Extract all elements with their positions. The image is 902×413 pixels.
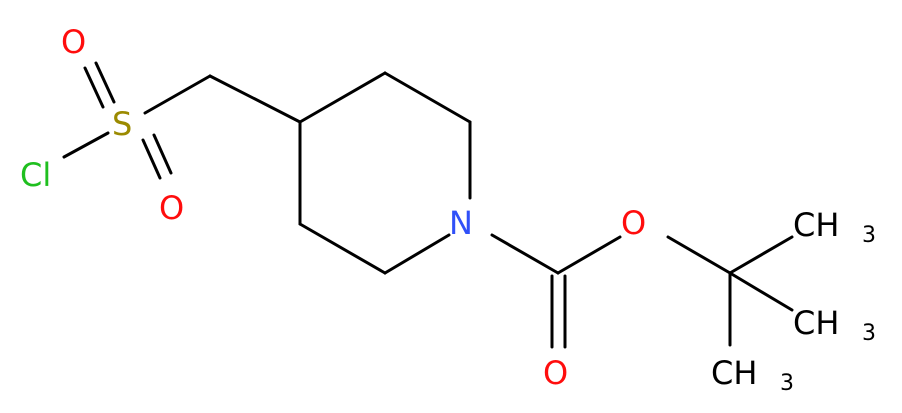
atom-cl: Cl [20, 156, 51, 194]
ch3-top-subscript: 3 [862, 223, 876, 248]
atom-o-sulfonyl-top: O [61, 23, 86, 61]
bond-s-o-top-a [83, 66, 105, 109]
ch3-middle-subscript: 3 [862, 321, 876, 346]
bond-carbonyl-c-o-ester [556, 235, 622, 275]
atom-ch3-bottom: CH 3 [711, 354, 794, 396]
atom-o-carbonyl: O [543, 354, 568, 392]
atom-o-sulfonyl-bottom: O [159, 189, 184, 227]
bond-s-o-top-b [94, 61, 116, 104]
atom-ch3-top: CH 3 [793, 206, 876, 248]
bond-cq-ch3-middle [728, 271, 794, 312]
ch3-top-label: CH [793, 206, 839, 244]
bond-n-carbonyl-c [490, 233, 560, 275]
bonds [62, 61, 794, 349]
atom-n-ring: N [449, 204, 473, 242]
atom-labels: Cl S O O N O O CH 3 CH 3 CH 3 [20, 23, 876, 396]
atom-s: S [112, 105, 132, 143]
bond-c4-c3 [298, 71, 387, 124]
bond-s-o-bottom-b [152, 133, 173, 175]
ch3-middle-label: CH [793, 304, 839, 342]
atom-ch3-middle: CH 3 [793, 304, 876, 346]
ch3-bottom-subscript: 3 [780, 371, 794, 396]
bond-o-ester-cq [666, 235, 732, 275]
bond-cq-ch3-top [728, 235, 794, 275]
bond-s-o-bottom-a [141, 138, 162, 180]
ch3-bottom-label: CH [711, 354, 757, 392]
bond-n-c6 [383, 233, 451, 275]
bond-cl-s [62, 131, 110, 159]
bond-ch2-c4 [208, 74, 302, 124]
atom-o-ester: O [621, 204, 646, 242]
bond-c3-c2 [383, 71, 472, 124]
bond-c6-c5 [298, 222, 387, 275]
bond-s-ch2 [143, 74, 212, 115]
